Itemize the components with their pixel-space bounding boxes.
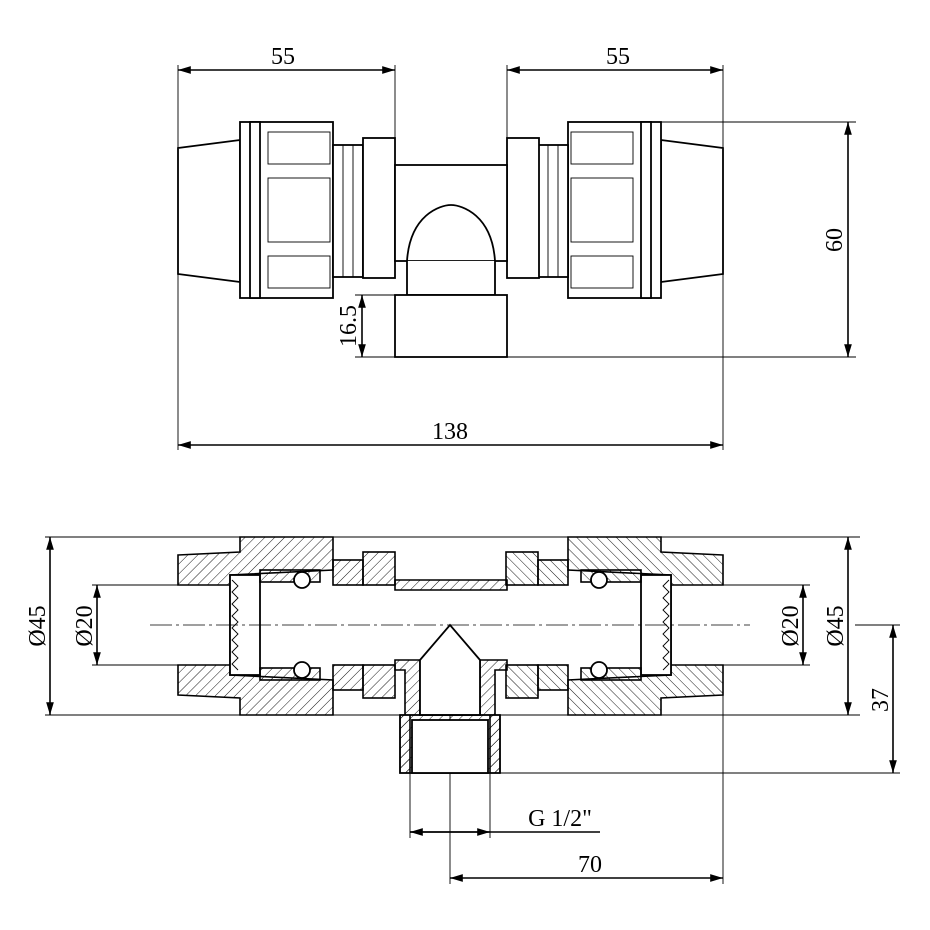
dim-branch-height: 16.5: [336, 305, 362, 347]
tee-body: [394, 164, 508, 358]
section-view: Ø45 Ø20 Ø20 Ø45 37 G 1/2" 70: [25, 536, 900, 884]
right-fitting-section: [505, 536, 724, 716]
dim-pipe-diameter-right: Ø20: [778, 605, 804, 646]
right-compression-nut: [506, 121, 724, 299]
dim-branch-depth: 37: [868, 688, 894, 712]
dim-height: 60: [822, 228, 848, 252]
dim-left-length: 55: [271, 44, 295, 70]
left-fitting-section: [177, 536, 396, 716]
dim-outer-diameter-left: Ø45: [25, 605, 51, 646]
left-compression-nut: [177, 121, 396, 299]
tee-body-section: [394, 579, 508, 774]
dim-pipe-diameter-left: Ø20: [72, 605, 98, 646]
dim-right-length: 55: [606, 44, 630, 70]
dim-total-length: 138: [432, 419, 468, 445]
top-view: 55 55 60 16.5 138: [177, 44, 856, 450]
dim-thread: G 1/2": [528, 806, 592, 832]
dim-half-length: 70: [578, 852, 602, 878]
dim-outer-diameter-right: Ø45: [823, 605, 849, 646]
